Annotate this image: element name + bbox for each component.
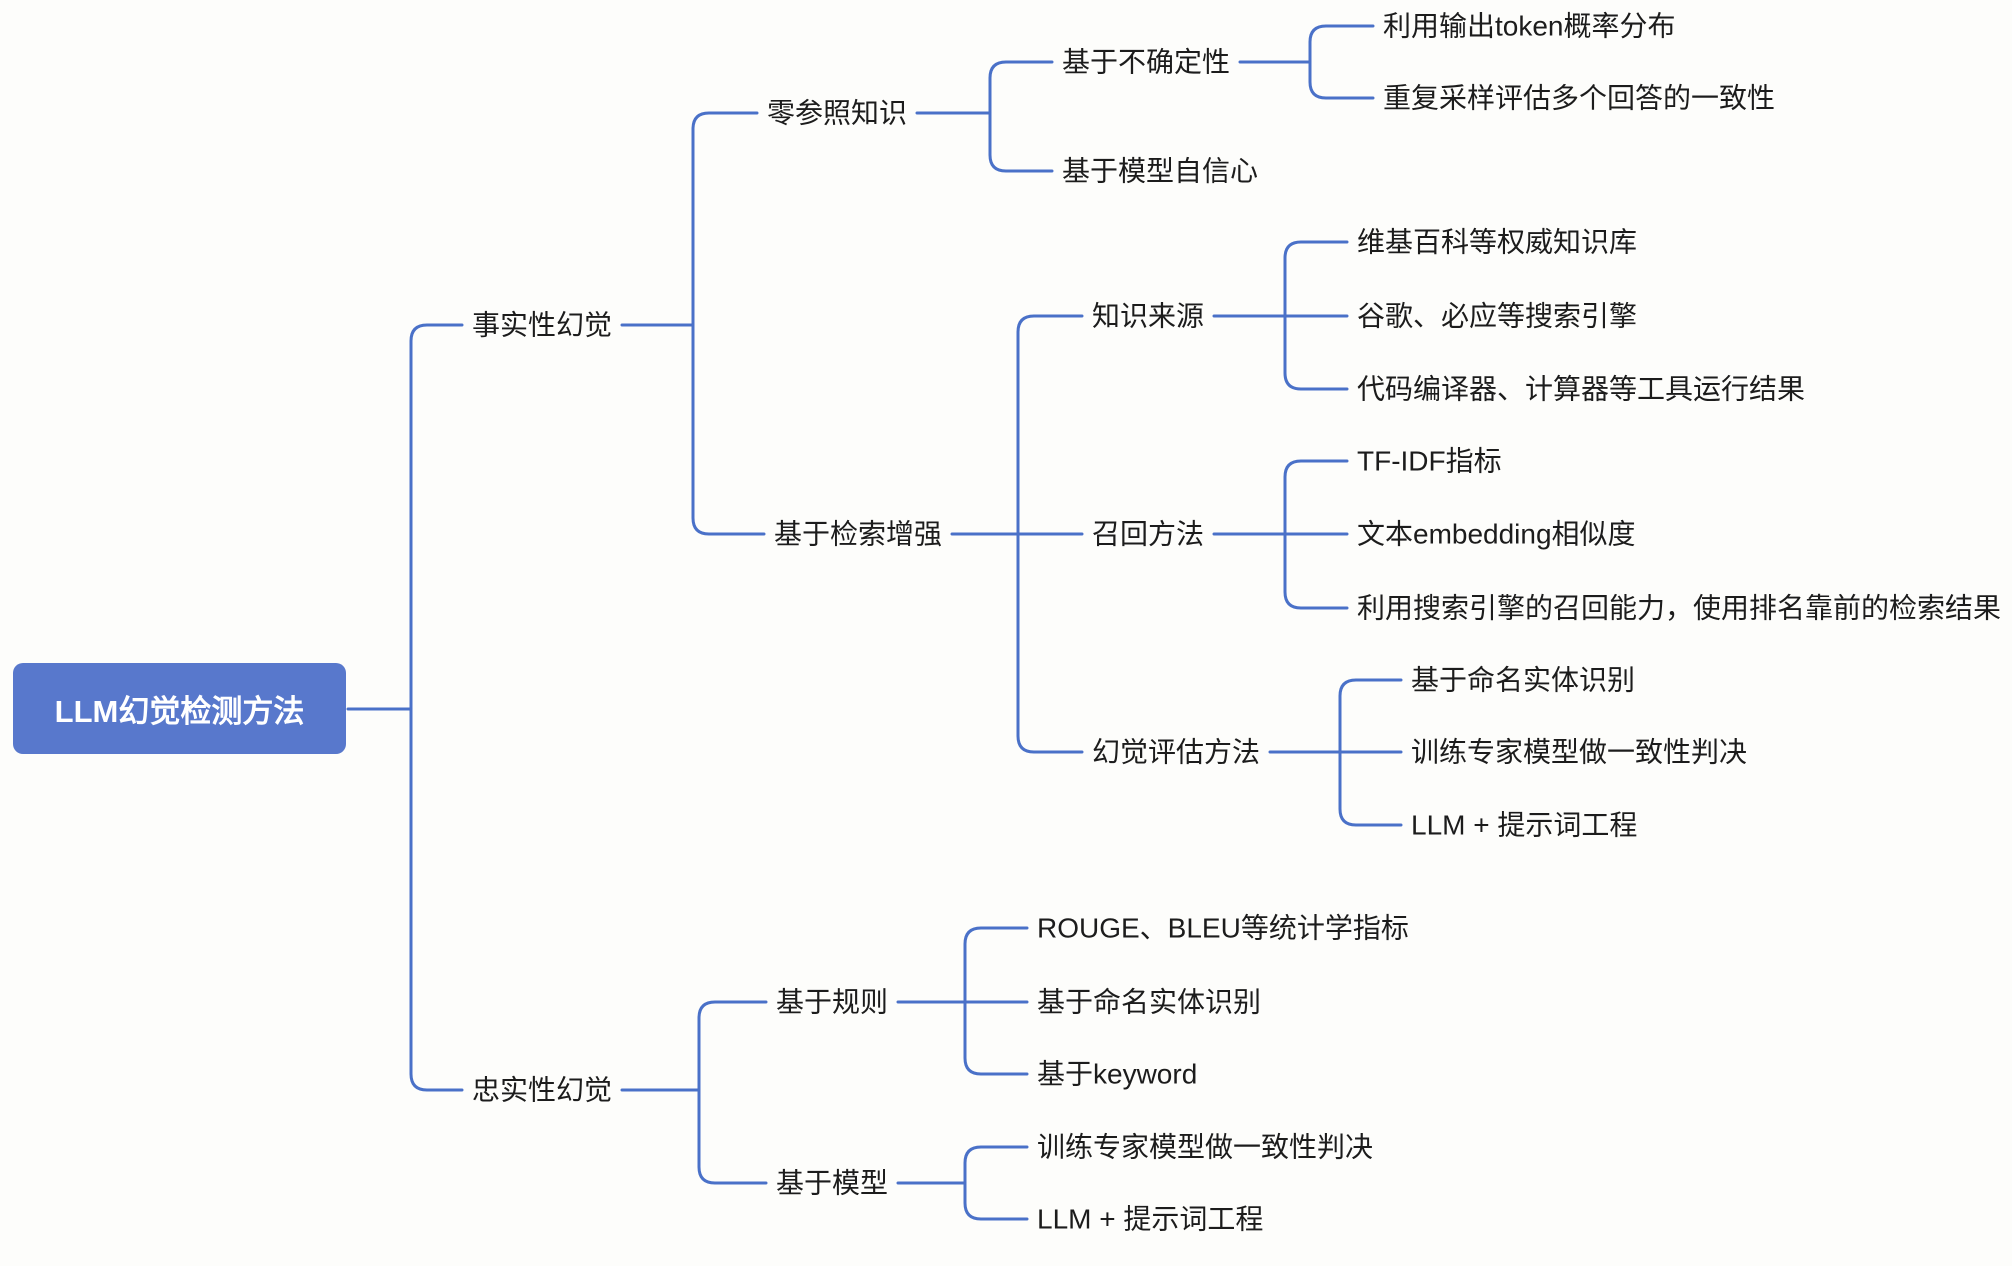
edge-root-faithful xyxy=(409,707,464,1092)
node-rouge-bleu[interactable]: ROUGE、BLEU等统计学指标 xyxy=(1037,912,1409,944)
node-model-self-confidence[interactable]: 基于模型自信心 xyxy=(1062,155,1259,187)
node-expert-model-faithful[interactable]: 训练专家模型做一致性判决 xyxy=(1037,1131,1374,1163)
node-token-probability[interactable]: 利用输出token概率分布 xyxy=(1383,10,1676,42)
edge-knowledge-wiki xyxy=(1283,240,1349,318)
node-wikipedia-kb[interactable]: 维基百科等权威知识库 xyxy=(1357,226,1638,258)
edge-rule-keyword xyxy=(963,1000,1029,1076)
edge-eval-ner xyxy=(1338,678,1403,754)
node-rule-based[interactable]: 基于规则 xyxy=(776,986,889,1018)
edge-rag-knowledge xyxy=(1016,314,1084,536)
node-faithfulness-hallucination[interactable]: 忠实性幻觉 xyxy=(472,1074,613,1106)
node-resample-consistency[interactable]: 重复采样评估多个回答的一致性 xyxy=(1383,82,1776,114)
edge-zeroref-confidence xyxy=(988,111,1054,173)
edge-model-llmprompt xyxy=(963,1181,1029,1221)
node-model-based[interactable]: 基于模型 xyxy=(776,1167,889,1199)
edge-uncertainty-resample xyxy=(1308,60,1375,100)
node-recall-method[interactable]: 召回方法 xyxy=(1092,518,1205,550)
node-ner-faithful[interactable]: 基于命名实体识别 xyxy=(1037,986,1262,1018)
node-expert-model-factual[interactable]: 训练专家模型做一致性判决 xyxy=(1411,736,1748,768)
edge-faithful-rule xyxy=(697,1000,768,1092)
node-search-engines[interactable]: 谷歌、必应等搜索引擎 xyxy=(1357,300,1638,332)
node-tool-run-results[interactable]: 代码编译器、计算器等工具运行结果 xyxy=(1357,373,1806,405)
edge-factual-zeroref xyxy=(691,111,759,327)
edge-zeroref-uncertainty xyxy=(988,60,1054,115)
node-ner-factual[interactable]: 基于命名实体识别 xyxy=(1411,664,1636,696)
edge-eval-llmprompt xyxy=(1338,750,1403,827)
root-node[interactable]: LLM幻觉检测方法 xyxy=(13,663,346,754)
node-knowledge-source[interactable]: 知识来源 xyxy=(1092,300,1205,332)
edge-rag-eval xyxy=(1016,532,1084,754)
node-tfidf-metric[interactable]: TF-IDF指标 xyxy=(1357,445,1502,477)
node-llm-prompt-faithful[interactable]: LLM + 提示词工程 xyxy=(1037,1203,1264,1235)
node-text-embedding-similarity[interactable]: 文本embedding相似度 xyxy=(1357,518,1636,550)
edge-recall-tfidf xyxy=(1283,459,1349,536)
node-zero-reference-knowledge[interactable]: 零参照知识 xyxy=(767,97,908,129)
edge-uncertainty-tokenprob xyxy=(1308,24,1375,64)
node-search-engine-recall[interactable]: 利用搜索引擎的召回能力，使用排名靠前的检索结果 xyxy=(1357,592,2002,624)
edge-root-factual xyxy=(409,323,464,711)
edge-layer xyxy=(346,24,1403,1221)
edge-model-expert xyxy=(963,1145,1029,1185)
edge-recall-engine xyxy=(1283,532,1349,610)
node-uncertainty-based[interactable]: 基于不确定性 xyxy=(1062,46,1231,78)
node-hallucination-eval-method[interactable]: 幻觉评估方法 xyxy=(1092,736,1261,768)
edge-knowledge-tools xyxy=(1283,314,1349,391)
edge-faithful-model xyxy=(697,1088,768,1185)
node-keyword-based[interactable]: 基于keyword xyxy=(1037,1058,1198,1090)
node-factual-hallucination[interactable]: 事实性幻觉 xyxy=(472,309,613,341)
node-retrieval-augmented[interactable]: 基于检索增强 xyxy=(774,518,943,550)
node-llm-prompt-factual[interactable]: LLM + 提示词工程 xyxy=(1411,809,1638,841)
edge-rule-rouge xyxy=(963,926,1029,1004)
edge-factual-rag xyxy=(691,323,766,536)
